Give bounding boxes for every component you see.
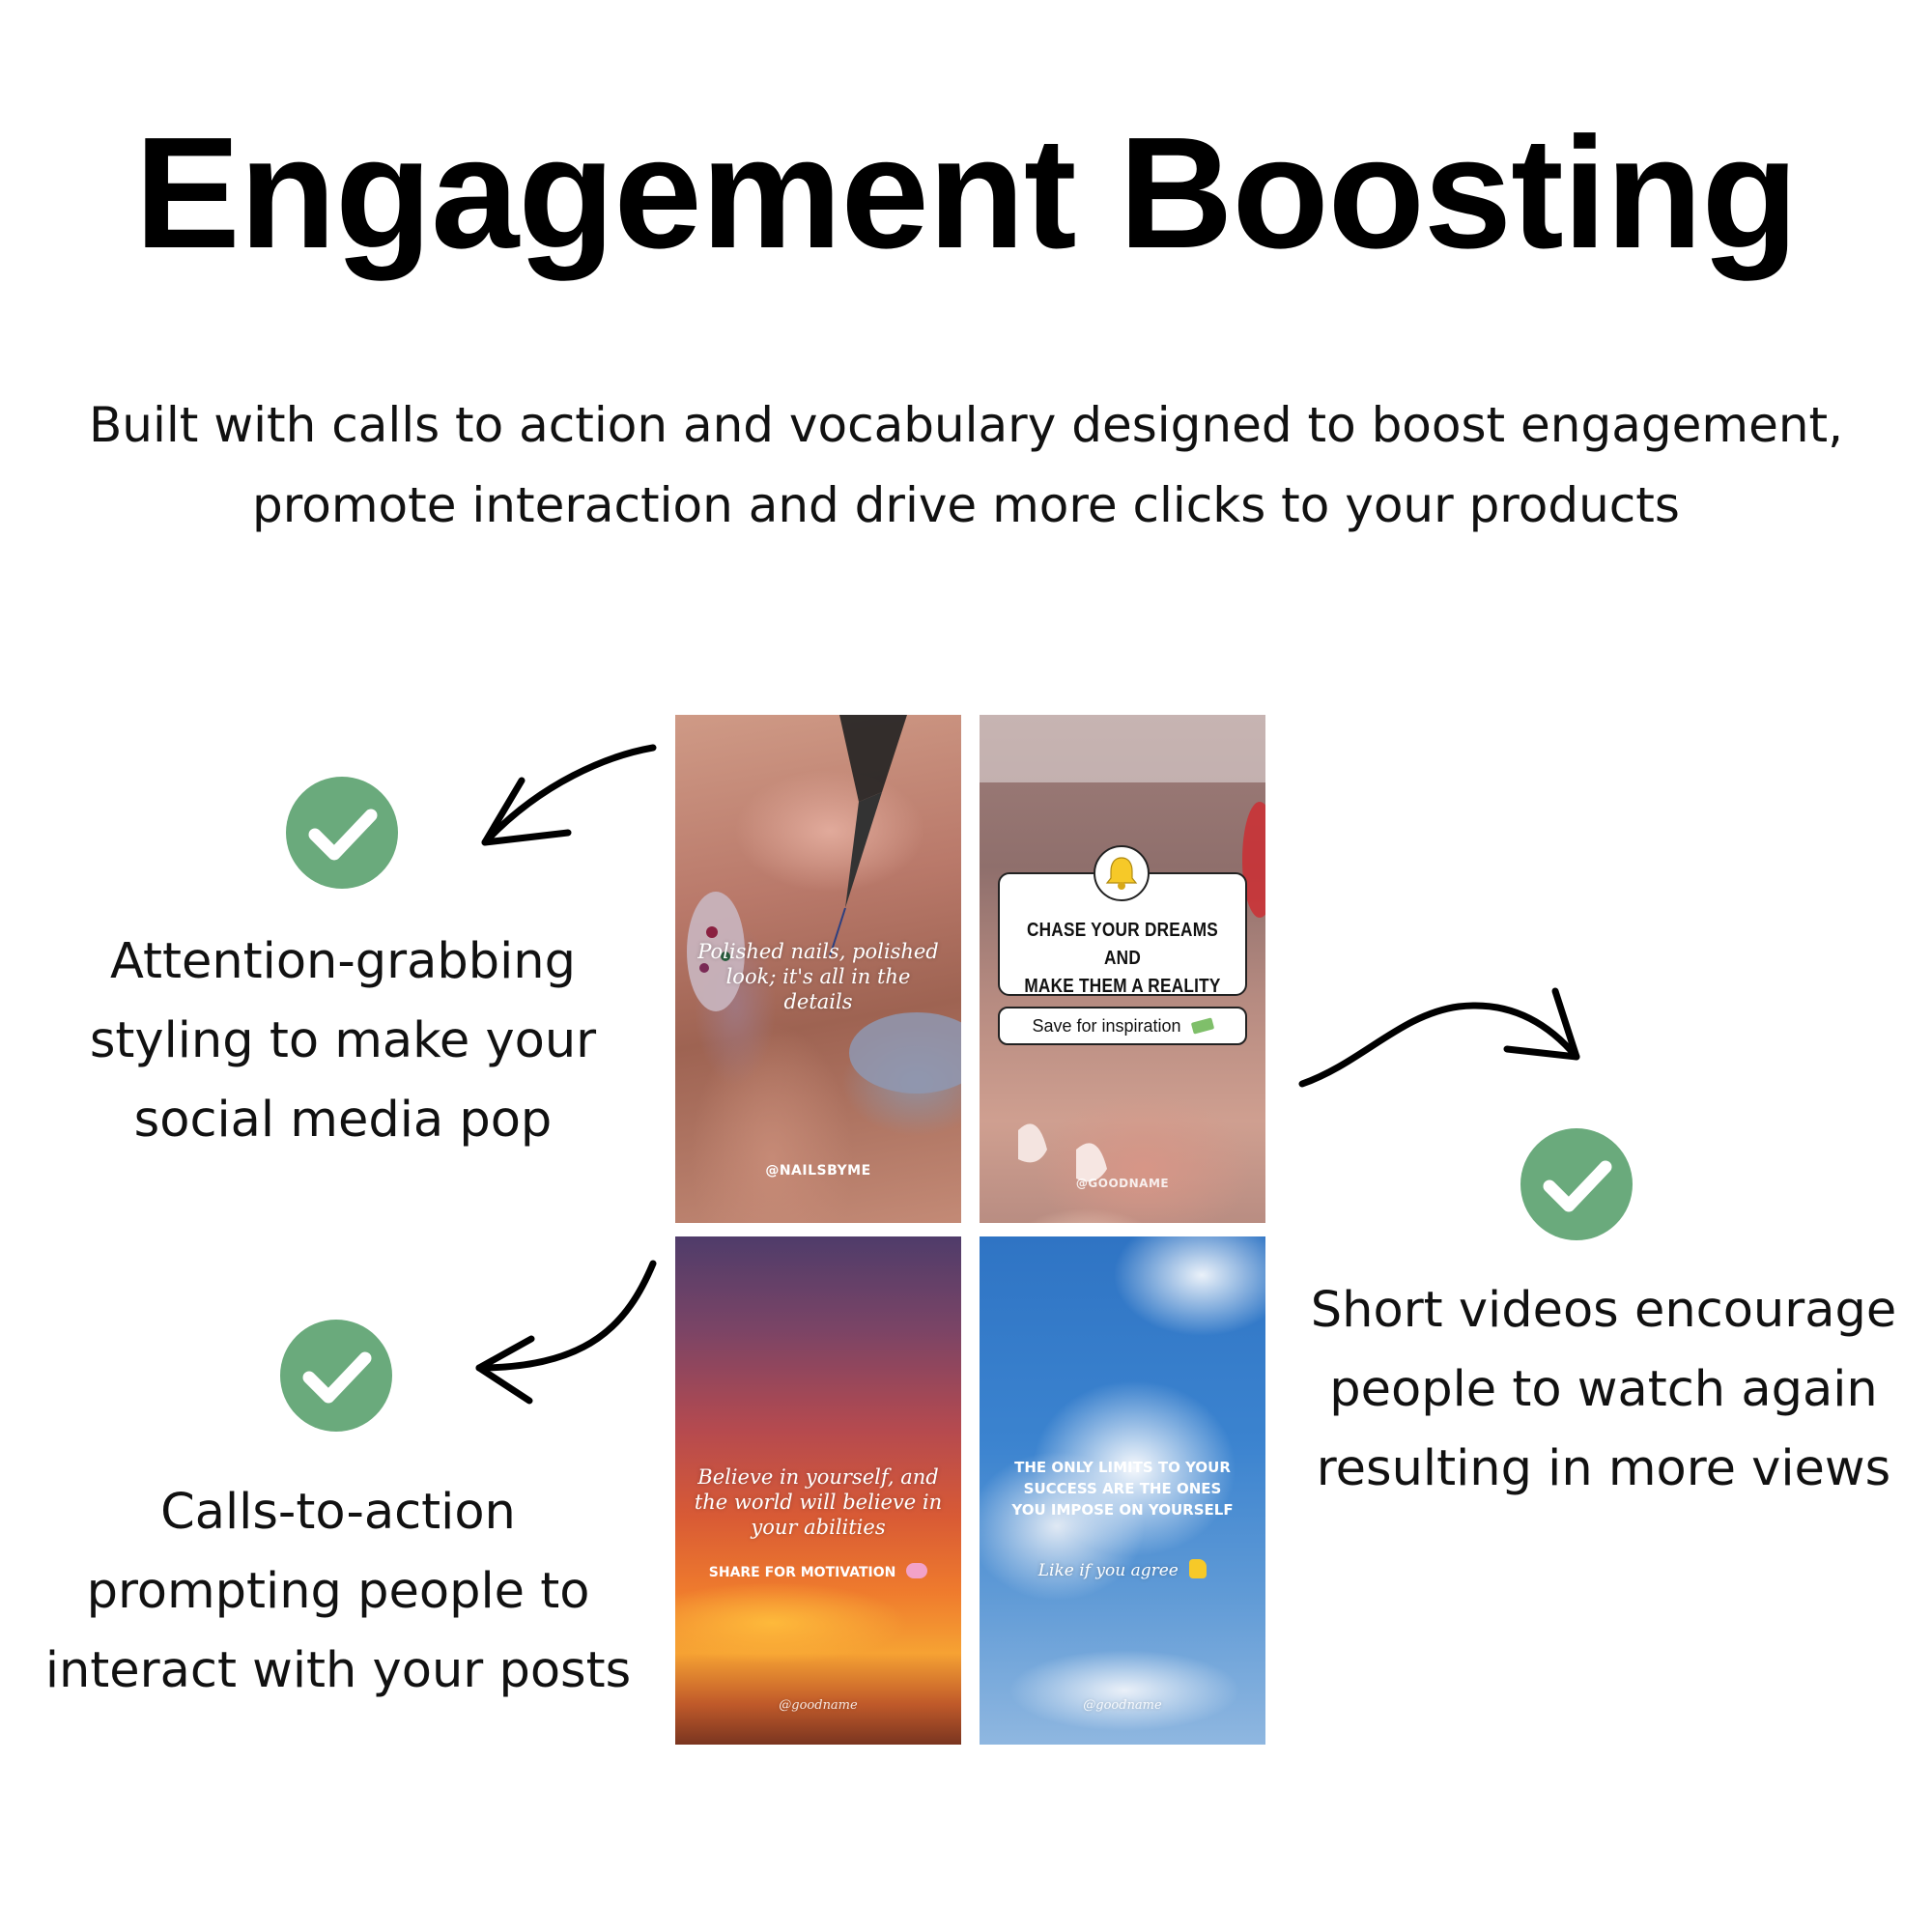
money-icon — [1190, 1017, 1214, 1035]
dreams-handle: @GOODNAME — [1075, 1177, 1170, 1190]
nails-caption-line-3: details — [783, 990, 853, 1013]
nails-caption: Polished nails, polished look; it's all … — [675, 939, 961, 1014]
feature-attention: Attention-grabbing styling to make your … — [39, 923, 647, 1160]
sunset-cta: SHARE FOR MOTIVATION — [675, 1562, 961, 1583]
clouds-caption-line-3: YOU IMPOSE ON YOURSELF — [1011, 1501, 1234, 1519]
feature-attention-line-3: social media pop — [133, 1092, 553, 1149]
check-circle-icon — [1520, 1128, 1633, 1240]
clouds-caption-line-1: THE ONLY LIMITS TO YOUR — [1014, 1459, 1231, 1476]
dreams-card-line-2: MAKE THEM A REALITY — [1024, 976, 1221, 997]
arrow-right-icon — [1298, 987, 1580, 1088]
feature-attention-line-1: Attention-grabbing — [110, 933, 576, 990]
arrow-left-top-icon — [481, 744, 657, 846]
bell-badge — [1094, 845, 1150, 901]
check-circle-icon — [286, 777, 398, 889]
sunset-caption-line-3: your abilities — [751, 1516, 886, 1539]
feature-videos: Short videos encourage people to watch a… — [1285, 1271, 1922, 1509]
save-for-inspiration-button[interactable]: Save for inspiration — [998, 1007, 1247, 1045]
arrow-left-bottom-icon — [475, 1260, 657, 1405]
sunset-caption-line-2: the world will believe in — [694, 1491, 943, 1514]
clouds-cta: Like if you agree — [980, 1559, 1265, 1580]
sunset-handle: @goodname — [779, 1698, 858, 1713]
feature-attention-line-2: styling to make your — [89, 1012, 597, 1069]
nails-handle: @NAILSBYME — [765, 1163, 871, 1179]
nails-photo-image — [980, 715, 1265, 1182]
feature-videos-line-1: Short videos encourage — [1310, 1282, 1897, 1339]
clouds-cta-label: Like if you agree — [1037, 1561, 1179, 1580]
dreams-card-line-1: CHASE YOUR DREAMS AND — [1026, 920, 1219, 969]
nail-art-image — [687, 715, 961, 1094]
sunset-caption-line-1: Believe in yourself, and — [697, 1465, 939, 1489]
preview-panel-clouds: THE ONLY LIMITS TO YOUR SUCCESS ARE THE … — [980, 1236, 1265, 1745]
feature-cta-line-1: Calls-to-action — [160, 1484, 516, 1541]
nails-caption-line-2: look; it's all in the — [725, 965, 911, 988]
thumbs-up-icon — [1189, 1559, 1208, 1578]
preview-panel-sunset: Believe in yourself, and the world will … — [675, 1236, 961, 1745]
dreams-card-text: CHASE YOUR DREAMS AND MAKE THEM A REALIT… — [1017, 917, 1228, 1001]
preview-panel-dreams: CHASE YOUR DREAMS AND MAKE THEM A REALIT… — [980, 715, 1265, 1223]
subtitle-line-1: Built with calls to action and vocabular… — [88, 397, 1844, 453]
feature-cta-line-3: interact with your posts — [44, 1642, 632, 1699]
sunset-caption: Believe in yourself, and the world will … — [675, 1464, 961, 1540]
feature-videos-line-3: resulting in more views — [1316, 1440, 1891, 1497]
bell-icon — [1105, 857, 1138, 890]
feature-videos-line-2: people to watch again — [1329, 1361, 1878, 1418]
feature-cta-line-2: prompting people to — [86, 1563, 590, 1620]
check-circle-icon — [280, 1320, 392, 1432]
sunset-cta-label: SHARE FOR MOTIVATION — [708, 1565, 896, 1580]
subtitle-line-2: promote interaction and drive more click… — [252, 477, 1680, 533]
nails-caption-line-1: Polished nails, polished — [697, 940, 939, 963]
feature-cta: Calls-to-action prompting people to inte… — [19, 1473, 657, 1711]
page-title: Engagement Boosting — [134, 104, 1798, 281]
clouds-caption-line-2: SUCCESS ARE THE ONES — [1023, 1480, 1222, 1497]
clouds-caption: THE ONLY LIMITS TO YOUR SUCCESS ARE THE … — [980, 1457, 1265, 1520]
clouds-handle: @goodname — [1083, 1698, 1162, 1713]
save-label: Save for inspiration — [1032, 1016, 1181, 1036]
brain-icon — [906, 1563, 928, 1578]
preview-panel-nails: Polished nails, polished look; it's all … — [675, 715, 961, 1223]
